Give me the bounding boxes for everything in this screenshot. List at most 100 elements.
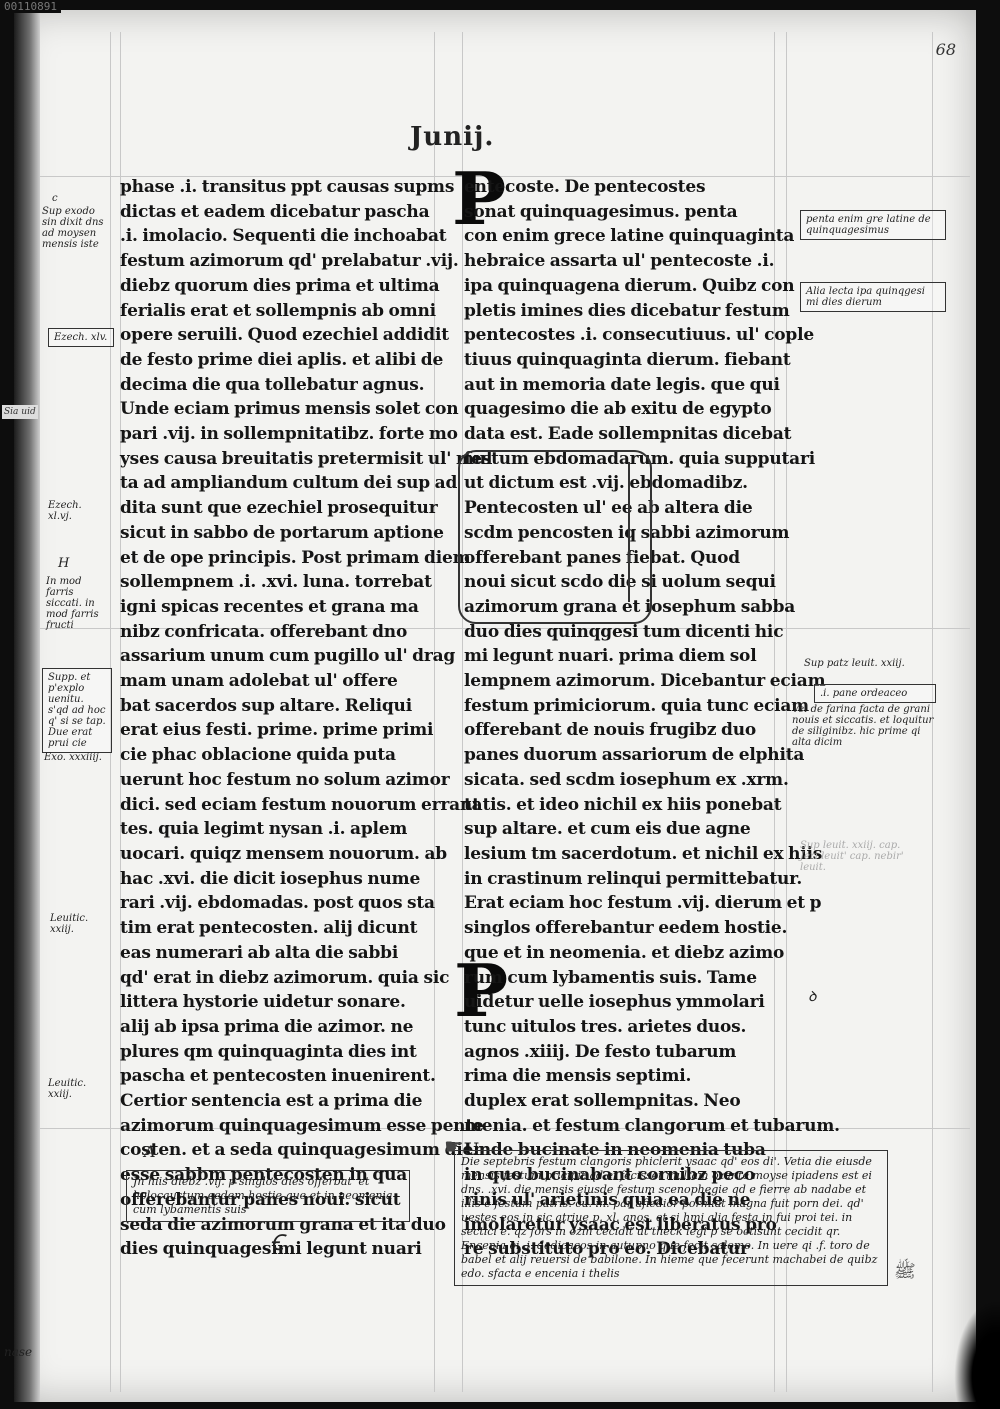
text-line: mam unam adolebat ul' offere xyxy=(120,671,398,692)
running-head: Junij. xyxy=(410,122,495,152)
text-line: Pentecosten ul' ee ab altera die xyxy=(464,498,753,519)
text-line: rari .vij. ebdomadas. post quos sta xyxy=(120,893,435,914)
text-line: mi legunt nuari. prima diem sol xyxy=(464,646,757,667)
text-line: uocari. quiqz mensem nouorum. ab xyxy=(120,843,447,864)
margin-mark: c xyxy=(52,193,58,204)
text-line: offerebantur panes noui. sicut xyxy=(120,1189,401,1210)
text-line: tim erat pentecosten. alij dicunt xyxy=(120,918,418,939)
text-line: pentecostes .i. consecutiuus. ul' cople xyxy=(464,325,814,346)
text-line: noui sicut scdo die si uolum sequi xyxy=(464,572,776,593)
text-line: tiuus quinquaginta dierum. fiebant xyxy=(464,349,791,370)
text-line: agnos .xiiij. De festo tubarum xyxy=(464,1041,737,1062)
finger-shadow xyxy=(954,1300,1000,1409)
text-line: que et in neomenia. et diebz azimo xyxy=(464,942,785,963)
margin-gloss: Vel de farina facta de grani nouis et si… xyxy=(792,704,934,748)
margin-gloss: Supp. et p'explo uenitu. s'qd ad hoc q' … xyxy=(42,668,112,753)
folio-number: 68 xyxy=(935,40,956,59)
text-line: assarium unum cum pugillo ul' drag xyxy=(120,646,456,667)
text-line: diebz quorum dies prima et ultima xyxy=(120,275,440,296)
manuscript-page: 68 Junij. phase .i. transitus ppt causas… xyxy=(14,10,976,1402)
text-line: seda die azimorum grana et ita duo xyxy=(120,1214,446,1235)
text-line: alij ab ipsa prima die azimor. ne xyxy=(120,1016,414,1037)
text-line: panes duorum assariorum de elphita xyxy=(464,745,805,766)
text-line: decima die qua tollebatur agnus. xyxy=(120,374,425,395)
text-line: littera hystorie uidetur sonare. xyxy=(120,992,406,1013)
text-line: erat eius festi. prime. prime primi xyxy=(120,720,434,741)
text-line: aut in memoria date legis. que qui xyxy=(464,374,780,395)
text-line: Erat eciam hoc festum .vij. dierum et p xyxy=(464,893,822,914)
text-line: entecoste. De pentecostes xyxy=(464,177,706,197)
text-line: festum primiciorum. quia tunc eciam xyxy=(464,695,809,716)
ruling-line xyxy=(40,628,970,629)
text-line: Certior sentencia est a prima die xyxy=(120,1091,423,1112)
bottom-gloss-right: Die septebris festum clangoris phiclerit… xyxy=(454,1150,888,1286)
margin-mark: ꝺ xyxy=(808,989,817,1005)
decorated-initial: P xyxy=(454,948,509,1033)
text-line: data est. Eade sollempnitas dicebat xyxy=(464,424,792,445)
text-line: hebraice assarta ul' pentecoste .i. xyxy=(464,251,775,272)
text-line: in crastinum relinqui permittebatur. xyxy=(464,868,803,889)
text-line: lesium tm sacerdotum. et nichil ex hiis xyxy=(464,843,823,864)
margin-gloss: Sup patz leuit. xxiij. xyxy=(804,658,905,669)
text-line: duplex erat sollempnitas. Neo xyxy=(464,1091,741,1112)
text-line: menia. et festum clangorum et tubarum. xyxy=(464,1115,840,1136)
text-line: plures qm quinquaginta dies int xyxy=(120,1041,417,1062)
text-line: dici. sed eciam festum nouorum errant xyxy=(120,794,480,815)
text-line: .i. imolacio. Sequenti die inchoabat xyxy=(120,226,447,247)
text-line: pletis imines dies dicebatur festum xyxy=(464,300,790,321)
text-line: uidetur uelle iosephus ymmolari xyxy=(464,992,765,1013)
bottom-gloss-left: Jn hiis diebz .vij. p singlos dies offer… xyxy=(126,1170,410,1222)
text-line: pari .vij. in sollempnitatibz. forte mo xyxy=(120,424,458,445)
margin-gloss: penta enim gre latine de quinquagesimus xyxy=(800,210,946,240)
margin-gloss: Alia lecta ipa quinqgesi mi dies dierum xyxy=(800,282,946,312)
text-line: rum cum lybamentis suis. Tame xyxy=(464,967,757,988)
text-line: quagesimo die ab exitu de egypto xyxy=(464,399,772,420)
text-line: tatis. et ideo nichil ex hiis ponebat xyxy=(464,794,782,815)
text-line: festum azimorum qd' prelabatur .vij. xyxy=(120,251,459,272)
ruling-line xyxy=(434,32,435,1392)
text-line: singlos offerebantur eedem hostie. xyxy=(464,918,788,939)
text-line: dies quinquagesimi legunt nuari xyxy=(120,1239,422,1260)
text-line: phase .i. transitus ppt causas supms xyxy=(120,177,455,197)
text-line: azimorum quinquagesimum esse pente xyxy=(120,1115,484,1136)
margin-mark: Ꞓ xyxy=(270,1231,284,1256)
ruling-line xyxy=(110,32,111,1392)
text-line: qd' erat in diebz azimorum. quia sic xyxy=(120,967,450,988)
archive-id: 00110891 xyxy=(0,0,61,13)
margin-gloss: .i. pane ordeaceo xyxy=(814,684,936,703)
text-line: dictas et eadem dicebatur pascha xyxy=(120,201,430,222)
text-line: eas numerari ab alta die sabbi xyxy=(120,942,399,963)
text-line: re substituto pro eo. Dicebatur xyxy=(464,1239,749,1260)
margin-gloss: Ezech. xlv. xyxy=(48,328,114,347)
text-line: sollempnem .i. .xvi. luna. torrebat xyxy=(120,572,432,593)
margin-gloss: Sup exodo sin dixit dns ad moysen mensis… xyxy=(42,206,104,250)
text-line: ipa quinquagena dierum. Quibz con xyxy=(464,275,795,296)
text-line: hac .xvi. die dicit iosephus nume xyxy=(120,868,421,889)
ruling-line xyxy=(40,176,970,177)
inset-box-divider xyxy=(628,462,630,602)
text-line: costen. et a seda quinquagesimum diem xyxy=(120,1140,491,1161)
text-line: duo dies quinqgesi tum dicenti hic xyxy=(464,621,784,642)
edge-gloss: nase xyxy=(4,1345,33,1359)
ruling-line xyxy=(462,32,463,1392)
text-line: rinis ul' arietinis quia ea die ne xyxy=(464,1189,751,1210)
text-line: offerebant panes fiebat. Quod xyxy=(464,547,740,568)
inset-box-border xyxy=(458,450,652,624)
margin-mark: A xyxy=(144,1142,156,1161)
ruling-line xyxy=(932,32,933,1392)
margin-gloss: Exo. xxxiiij. xyxy=(44,752,102,763)
ruling-line xyxy=(120,32,121,1392)
ruling-line xyxy=(40,1128,970,1129)
manicule-icon: ☛ xyxy=(444,1135,464,1160)
text-line: scdm pencosten iq sabbi azimorum xyxy=(464,522,790,543)
text-line: imolaretur ysaac est liberatus pro xyxy=(464,1214,777,1235)
text-line: ut dictum est .vij. ebdomadibz. xyxy=(464,473,748,494)
text-line: Unde eciam primus mensis solet con xyxy=(120,399,459,420)
text-line: nibz confricata. offerebant dno xyxy=(120,621,408,642)
text-line: dita sunt que ezechiel prosequitur xyxy=(120,498,438,519)
text-line: de festo prime diei aplis. et alibi de xyxy=(120,349,444,370)
text-line: igni spicas recentes et grana ma xyxy=(120,596,419,617)
text-line: sicata. sed scdm iosephum ex .xrm. xyxy=(464,769,789,790)
edge-gloss: Sia uid xyxy=(2,405,38,419)
ruling-line xyxy=(774,32,775,1392)
